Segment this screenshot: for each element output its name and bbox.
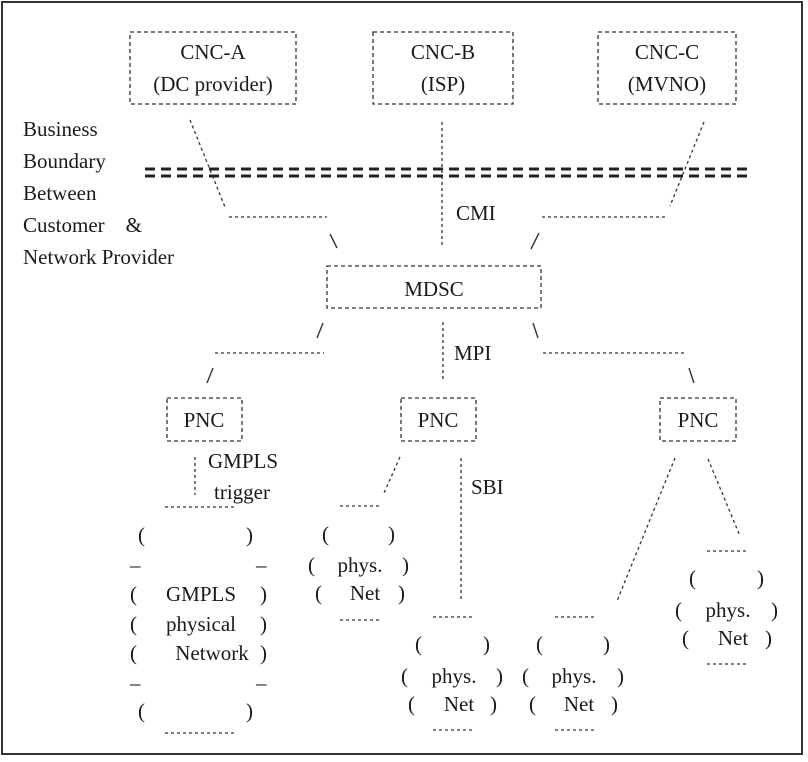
cnc-b-name: CNC-B (411, 40, 475, 64)
paren-open: ( (682, 626, 689, 650)
boundary-label-line: Customer & (23, 213, 142, 237)
cnc-c-link (530, 121, 705, 250)
cnc-a-name: CNC-A (180, 40, 246, 64)
paren-open: ( (408, 692, 415, 716)
paren-close: ) (260, 612, 267, 636)
paren-open: ( (529, 692, 536, 716)
paren-open: ( (138, 523, 145, 547)
paren-open: ( (130, 582, 137, 606)
paren-close: ) (246, 699, 253, 723)
cloud-dash: – (255, 671, 267, 695)
paren-open: ( (401, 664, 408, 688)
phys-net-cloud-4: ( ) ( ) phys. ( ) Net (675, 550, 778, 665)
phys-net-line: Net (444, 692, 474, 716)
cnc-c-name: CNC-C (635, 40, 699, 64)
pnc-right-link-left (616, 457, 676, 602)
gmpls-network-cloud: ( ) – – ( ) ( ) ( ) GMPLS physical Netwo… (129, 506, 267, 734)
gmpls-network-line: Network (175, 641, 249, 665)
pnc-center-link-left (383, 456, 401, 494)
cnc-b-border (372, 31, 514, 105)
gmpls-trigger-label-1: GMPLS (208, 449, 278, 473)
pnc-right-border (659, 397, 737, 442)
gmpls-network-line: GMPLS (166, 582, 236, 606)
paren-open: ( (308, 553, 315, 577)
paren-open: ( (130, 612, 137, 636)
mdsc-box: MDSC (326, 265, 542, 309)
paren-open: ( (675, 598, 682, 622)
mdsc-border (326, 265, 542, 309)
paren-close: ) (611, 692, 618, 716)
mpi-link-right (532, 322, 695, 384)
gmpls-network-line: physical (166, 612, 236, 636)
business-boundary-line (145, 167, 752, 178)
phys-net-line: Net (718, 626, 748, 650)
paren-close: ) (771, 598, 778, 622)
mpi-link-left (206, 322, 324, 384)
cloud-dash: – (255, 553, 267, 577)
paren-close: ) (617, 664, 624, 688)
cnc-a-link (189, 119, 338, 249)
pnc-center-name: PNC (418, 408, 459, 432)
pnc-left-name: PNC (184, 408, 225, 432)
paren-close: ) (388, 522, 395, 546)
pnc-center-border (400, 397, 477, 442)
cmi-label: CMI (456, 201, 496, 225)
phys-net-cloud-1: ( ) ( ) phys. ( ) Net (308, 505, 409, 621)
pnc-right-link-right (707, 458, 741, 537)
boundary-label-line: Between (23, 181, 97, 205)
paren-close: ) (603, 632, 610, 656)
cnc-a-box: CNC-A (DC provider) (129, 31, 297, 105)
boundary-label: Business Boundary Between Customer & Net… (23, 117, 174, 269)
sbi-label: SBI (471, 475, 504, 499)
paren-close: ) (246, 523, 253, 547)
cnc-b-box: CNC-B (ISP) (372, 31, 514, 105)
gmpls-trigger-label-2: trigger (214, 480, 270, 504)
mpi-label: MPI (454, 341, 491, 365)
paren-close: ) (483, 632, 490, 656)
pnc-left-border (166, 397, 243, 442)
paren-close: ) (765, 626, 772, 650)
phys-net-line: Net (564, 692, 594, 716)
boundary-label-line: Network Provider (23, 245, 174, 269)
phys-net-line: phys. (552, 664, 597, 688)
paren-close: ) (490, 692, 497, 716)
cnc-a-role: (DC provider) (153, 72, 273, 96)
cnc-b-role: (ISP) (421, 72, 465, 96)
cnc-c-role: (MVNO) (628, 72, 706, 96)
phys-net-line: phys. (706, 598, 751, 622)
phys-net-line: phys. (338, 553, 383, 577)
paren-close: ) (757, 566, 764, 590)
paren-close: ) (260, 641, 267, 665)
paren-close: ) (398, 581, 405, 605)
paren-open: ( (315, 581, 322, 605)
phys-net-line: Net (350, 581, 380, 605)
phys-net-cloud-3: ( ) ( ) phys. ( ) Net (522, 616, 624, 731)
paren-open: ( (522, 664, 529, 688)
paren-open: ( (130, 641, 137, 665)
paren-open: ( (138, 699, 145, 723)
paren-open: ( (322, 522, 329, 546)
paren-open: ( (689, 566, 696, 590)
paren-open: ( (536, 632, 543, 656)
cloud-dash: – (129, 553, 141, 577)
pnc-right-name: PNC (678, 408, 719, 432)
pnc-box-right: PNC (659, 397, 737, 442)
paren-close: ) (496, 664, 503, 688)
cnc-c-box: CNC-C (MVNO) (597, 31, 737, 105)
phys-net-line: phys. (432, 664, 477, 688)
pnc-box-center: PNC (400, 397, 477, 442)
cloud-dash: – (129, 671, 141, 695)
paren-close: ) (260, 582, 267, 606)
mdsc-name: MDSC (404, 277, 464, 301)
boundary-label-line: Boundary (23, 149, 106, 173)
boundary-label-line: Business (23, 117, 98, 141)
paren-open: ( (415, 632, 422, 656)
pnc-box-left: PNC (166, 397, 243, 442)
paren-close: ) (402, 553, 409, 577)
phys-net-cloud-2: ( ) ( ) phys. ( ) Net (401, 616, 503, 731)
